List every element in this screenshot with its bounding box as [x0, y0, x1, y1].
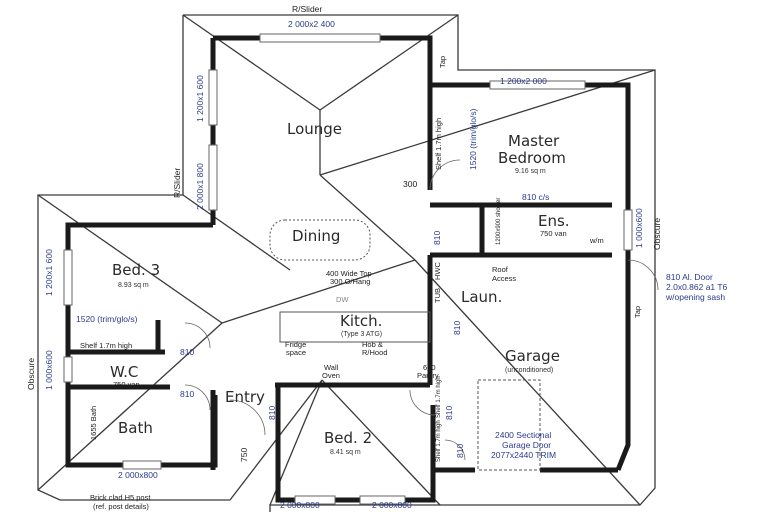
- note-shelf-bed3: Shelf 1.7m high: [80, 341, 132, 350]
- window-wc: [63, 356, 73, 383]
- window-bed3: [63, 249, 73, 306]
- room-kitch: Kitch.: [340, 312, 382, 330]
- dim-810-bed2b: 810: [455, 444, 465, 458]
- window-bed2-right: [359, 495, 406, 505]
- room-master-area: 9.16 sq m: [515, 168, 546, 175]
- note-wc-van: 750 van: [113, 380, 140, 389]
- window-bed2-left: [294, 495, 336, 505]
- label-rslider-left: R/Slider: [172, 168, 182, 198]
- note-post-2: (ref. post details): [93, 502, 149, 511]
- dim-wc-left: 1 000x600: [44, 350, 54, 390]
- note-tap-right: Tap: [633, 306, 642, 318]
- dim-master-door: 810 c/s: [522, 192, 549, 202]
- room-master-line2: Bedroom: [498, 149, 566, 167]
- dim-master-top: 1 200x2 000: [500, 76, 547, 86]
- window-bath: [122, 460, 162, 470]
- room-wc: W.C: [110, 363, 138, 381]
- note-wall-oven-2: Oven: [322, 371, 340, 380]
- room-garage-sub: (unconditioned): [505, 367, 553, 374]
- garage-door-outline: [477, 379, 541, 471]
- dim-bath-bottom: 2 000x800: [118, 470, 158, 480]
- note-pantry-2: Pantry: [417, 371, 439, 380]
- note-ens-van: 750 van: [540, 229, 567, 238]
- note-tap-top: Tap: [438, 56, 447, 68]
- dim-810-bed2a: 810: [444, 406, 454, 420]
- note-hood-2: R/Hood: [362, 348, 387, 357]
- room-dining: Dining: [292, 227, 340, 245]
- note-hwc: HWC: [433, 262, 442, 280]
- note-bench-1: 400 Wide Top: [326, 269, 372, 278]
- note-al-door-3: w/opening sash: [665, 292, 725, 302]
- doors: [184, 159, 659, 471]
- dim-robe-master: 1520 (trim/glo/s): [468, 108, 478, 170]
- window-ens: [623, 209, 633, 251]
- note-tub: TUB: [433, 288, 442, 303]
- room-bed2: Bed. 2: [324, 429, 372, 447]
- note-garage-door-3: 2077x2440 TRIM: [491, 450, 556, 460]
- dim-lounge-left-lower: 2 000x1 800: [195, 163, 205, 210]
- dim-bed3-left: 1 200x1 600: [44, 249, 54, 296]
- dim-bed2-bottom-right: 2 000x800: [372, 500, 412, 510]
- dim-810-robe: 810: [432, 231, 442, 245]
- dim-lounge-left-upper: 1 200x1 600: [195, 75, 205, 122]
- dim-ens-right: 1 000x600: [634, 208, 644, 248]
- note-garage-door-2: Garage Door: [502, 440, 551, 450]
- room-entry: Entry: [225, 388, 265, 406]
- room-garage: Garage: [505, 347, 560, 365]
- note-fridge-1: Fridge: [285, 340, 306, 349]
- note-post-1: Brick clad H5 post: [90, 493, 151, 502]
- room-labels: Lounge Dining Master Bedroom 9.16 sq m E…: [110, 120, 570, 456]
- note-fridge-2: space: [286, 348, 306, 357]
- dim-bed2-bottom-left: 2 000x800: [280, 500, 320, 510]
- note-shelf-bed2b: Shelf 1.7m high: [436, 420, 442, 462]
- room-laun: Laun.: [461, 288, 502, 306]
- roof-outline: [37, 14, 656, 512]
- note-shelf-bed2a: Shelf 1.7m high: [436, 376, 442, 418]
- dim-300: 300: [403, 179, 417, 189]
- label-obscure-right: Obscure: [652, 218, 662, 250]
- note-pantry-1: 600: [423, 363, 436, 372]
- dim-810-entry: 810: [267, 406, 277, 420]
- note-dw: DW: [336, 295, 349, 304]
- note-bench-2: 300 O/Hang: [330, 277, 370, 286]
- dim-lounge-top: 2 000x2 400: [288, 19, 335, 29]
- label-rslider-top: R/Slider: [292, 4, 322, 14]
- notes: Shelf 1.7m high Shelf 1.7m high Shelf 1.…: [80, 56, 728, 511]
- note-wm: w/m: [589, 236, 604, 245]
- room-lounge: Lounge: [287, 120, 342, 138]
- room-master-line1: Master: [508, 132, 560, 150]
- dim-shower: 1200x900 shower: [496, 198, 502, 245]
- room-ens: Ens.: [538, 212, 570, 230]
- note-roof-access-1: Roof: [492, 265, 509, 274]
- note-hood-1: Hob &: [362, 340, 383, 349]
- room-bath: Bath: [118, 419, 153, 437]
- note-al-door-2: 2.0x0.862 a1 T6: [666, 282, 728, 292]
- note-garage-door-1: 2400 Sectional: [495, 430, 551, 440]
- note-wall-oven-1: Wall: [324, 363, 339, 372]
- dim-810-bed3: 810: [180, 347, 194, 357]
- room-bed2-area: 8.41 sq m: [330, 449, 361, 456]
- window-lounge-left-lower: [208, 144, 218, 211]
- dim-810-bath: 810: [180, 389, 194, 399]
- label-obscure-left: Obscure: [26, 358, 36, 390]
- window-lounge-top: [259, 33, 381, 43]
- dimensions: R/Slider 2 000x2 400 1 200x2 000 1 200x1…: [26, 4, 662, 510]
- room-bed3-area: 8.93 sq m: [118, 282, 149, 289]
- room-bed3: Bed. 3: [112, 261, 160, 279]
- note-bath: 1655 Bath: [89, 406, 98, 440]
- room-kitch-sub: (Type 3 ATG): [341, 331, 382, 338]
- dim-robe-bed3: 1520 (trim/glo/s): [76, 314, 138, 324]
- note-shelf-master: Shelf 1.7m high: [434, 118, 443, 170]
- window-master-top: [489, 80, 586, 90]
- note-al-door-1: 810 Al. Door: [666, 272, 713, 282]
- dining-table: [269, 219, 371, 261]
- dim-810-laun: 810: [452, 321, 462, 335]
- note-roof-access-2: Access: [492, 274, 516, 283]
- window-lounge-left-upper: [208, 69, 218, 126]
- dim-750: 750: [239, 448, 249, 462]
- windows: [63, 33, 633, 505]
